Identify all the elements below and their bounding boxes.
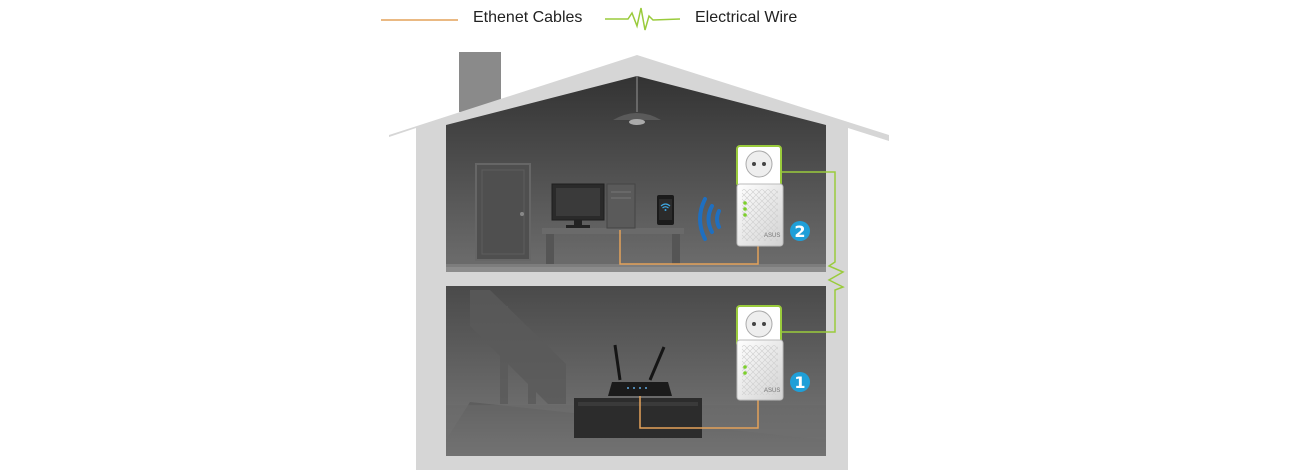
legend-graphics <box>381 7 681 31</box>
router <box>608 344 672 396</box>
ethernet-cable-upper <box>619 230 759 265</box>
ethernet-legend-label: Ethenet Cables <box>473 9 583 26</box>
desk <box>542 228 684 264</box>
adapter-upper-brand: ASUS <box>764 233 780 239</box>
desktop-monitor <box>551 183 605 228</box>
electrical-wire <box>781 171 845 333</box>
ethernet-cable-lower <box>639 396 759 429</box>
electrical-legend-label: Electrical Wire <box>695 9 798 26</box>
badge-upper-label: 2 <box>794 222 805 241</box>
electrical-legend-line <box>605 7 681 31</box>
pc-tower <box>606 183 636 229</box>
staircase <box>470 290 566 404</box>
badge-upper: 2 <box>790 221 810 241</box>
upper-floor <box>446 264 826 272</box>
powerline-adapter-lower: ASUS <box>736 305 784 401</box>
legend: Ethenet Cables Electrical Wire <box>0 0 1300 40</box>
side-table <box>574 398 702 438</box>
wifi-icon <box>698 197 721 241</box>
smartphone <box>657 195 674 225</box>
adapter-lower-brand: ASUS <box>764 388 780 394</box>
badge-lower: 1 <box>790 372 810 392</box>
upper-room <box>446 76 826 272</box>
door <box>475 163 531 261</box>
ceiling-lamp-icon <box>613 76 661 125</box>
badge-lower-label: 1 <box>794 373 805 392</box>
powerline-adapter-upper: ASUS <box>736 145 784 247</box>
